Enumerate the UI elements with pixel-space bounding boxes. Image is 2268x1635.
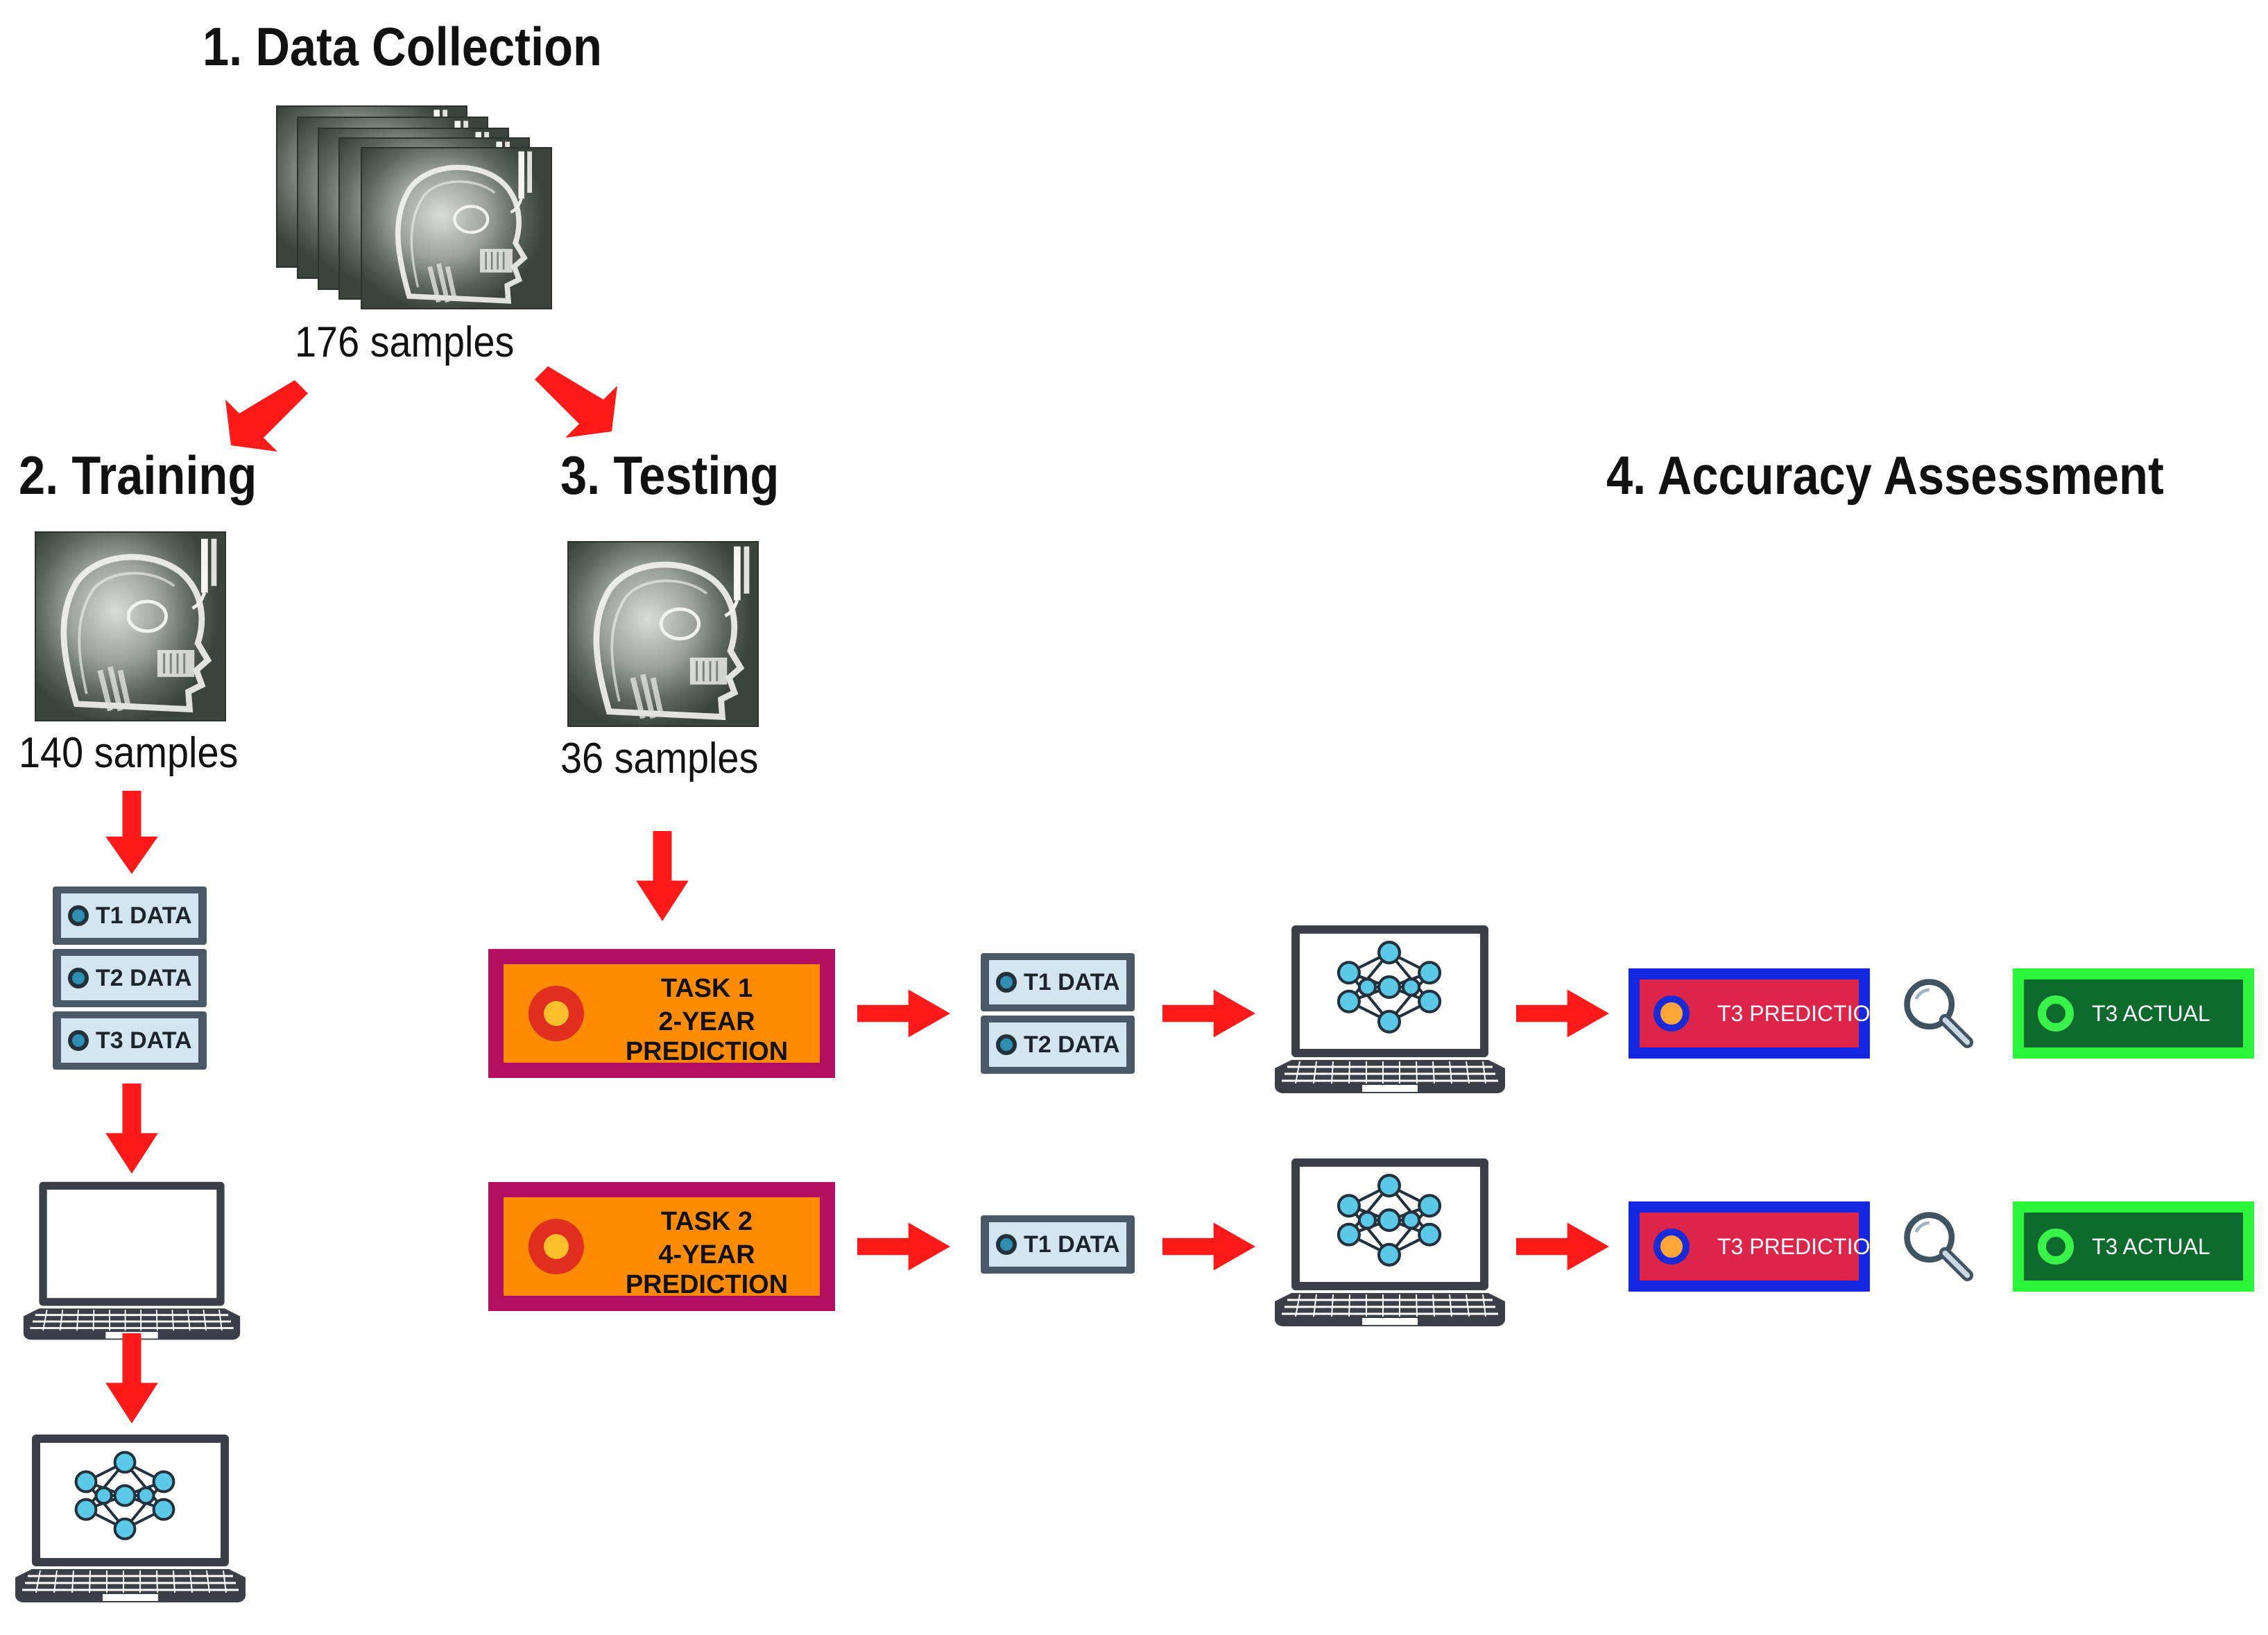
red-arrow-icon xyxy=(1516,1222,1609,1271)
assessment-title: 4. Accuracy Assessment xyxy=(1606,445,2164,506)
data-dot-icon xyxy=(68,968,89,988)
task-1-label: TASK 1 xyxy=(660,974,753,1003)
training-title: 2. Training xyxy=(19,445,257,506)
red-arrow-icon xyxy=(857,989,950,1038)
red-arrow-icon xyxy=(1516,989,1609,1038)
testing-xray-image xyxy=(567,541,759,727)
collection-title: 1. Data Collection xyxy=(203,16,602,77)
actual-dot-icon xyxy=(2038,995,2074,1031)
neural-network-icon xyxy=(1332,1171,1447,1269)
prediction-label: T3 PREDICTION xyxy=(1717,1233,1887,1259)
training-data-box: T2 DATA xyxy=(53,949,207,1007)
neural-network-icon xyxy=(1332,938,1447,1036)
task-2-prediction-box: T3 PREDICTION xyxy=(1629,1201,1887,1292)
actual-label: T3 ACTUAL xyxy=(2092,1233,2210,1259)
task-2-label: TASK 2 xyxy=(660,1207,753,1236)
training-sample-count: 140 samples xyxy=(19,729,239,777)
data-dot-icon xyxy=(68,905,89,926)
task-1-prediction-box: T3 PREDICTION xyxy=(1629,968,1887,1059)
neural-network-icon xyxy=(69,1448,180,1543)
task-2-box: TASK 2 4-YEAR PREDICTION xyxy=(488,1182,835,1311)
prediction-label: T3 PREDICTION xyxy=(1717,1000,1887,1026)
task-1-input-box: T1 DATA xyxy=(981,953,1135,1011)
data-label: T2 DATA xyxy=(1024,1031,1120,1058)
task-1-actual-box: T3 ACTUAL xyxy=(2013,968,2254,1059)
target-icon xyxy=(529,1219,584,1274)
data-label: T1 DATA xyxy=(96,902,192,929)
testing-sample-count: 36 samples xyxy=(560,735,759,782)
magnifying-glass-icon xyxy=(1902,1210,1974,1282)
task-1-box: TASK 1 2-YEAR PREDICTION xyxy=(488,949,835,1078)
task-2-actual-box: T3 ACTUAL xyxy=(2013,1201,2254,1292)
training-data-box: T3 DATA xyxy=(53,1011,207,1070)
xray-image xyxy=(361,147,552,309)
data-dot-icon xyxy=(68,1030,89,1051)
task-1-description: 2-YEAR PREDICTION xyxy=(625,1007,789,1066)
red-arrow-icon xyxy=(857,1222,950,1271)
task-2-description: 4-YEAR PREDICTION xyxy=(625,1240,789,1299)
laptop-icon xyxy=(21,1179,243,1355)
collection-sample-count: 176 samples xyxy=(295,318,515,366)
red-arrow-icon xyxy=(535,366,617,438)
actual-dot-icon xyxy=(2038,1229,2074,1265)
red-arrow-icon xyxy=(225,380,308,452)
red-arrow-icon xyxy=(101,1084,163,1174)
magnifying-glass-icon xyxy=(1902,977,1974,1049)
target-icon xyxy=(529,986,584,1041)
red-arrow-icon xyxy=(1162,989,1255,1038)
data-dot-icon xyxy=(996,1034,1017,1055)
actual-label: T3 ACTUAL xyxy=(2092,1000,2210,1026)
data-label: T1 DATA xyxy=(1024,1231,1120,1258)
data-dot-icon xyxy=(996,972,1017,993)
red-arrow-icon xyxy=(1162,1222,1255,1271)
prediction-dot-icon xyxy=(1653,1229,1690,1265)
prediction-dot-icon xyxy=(1653,995,1690,1031)
data-dot-icon xyxy=(996,1234,1017,1255)
red-arrow-icon xyxy=(101,1333,163,1423)
task-1-input-box: T2 DATA xyxy=(981,1016,1135,1074)
data-label: T2 DATA xyxy=(96,964,192,991)
testing-title: 3. Testing xyxy=(560,445,780,506)
red-arrow-icon xyxy=(631,831,694,921)
red-arrow-icon xyxy=(101,791,163,874)
training-xray-image xyxy=(35,531,226,721)
task-2-input-box: T1 DATA xyxy=(981,1215,1135,1274)
data-label: T3 DATA xyxy=(96,1027,192,1054)
data-label: T1 DATA xyxy=(1024,968,1120,995)
training-data-box: T1 DATA xyxy=(53,887,207,945)
